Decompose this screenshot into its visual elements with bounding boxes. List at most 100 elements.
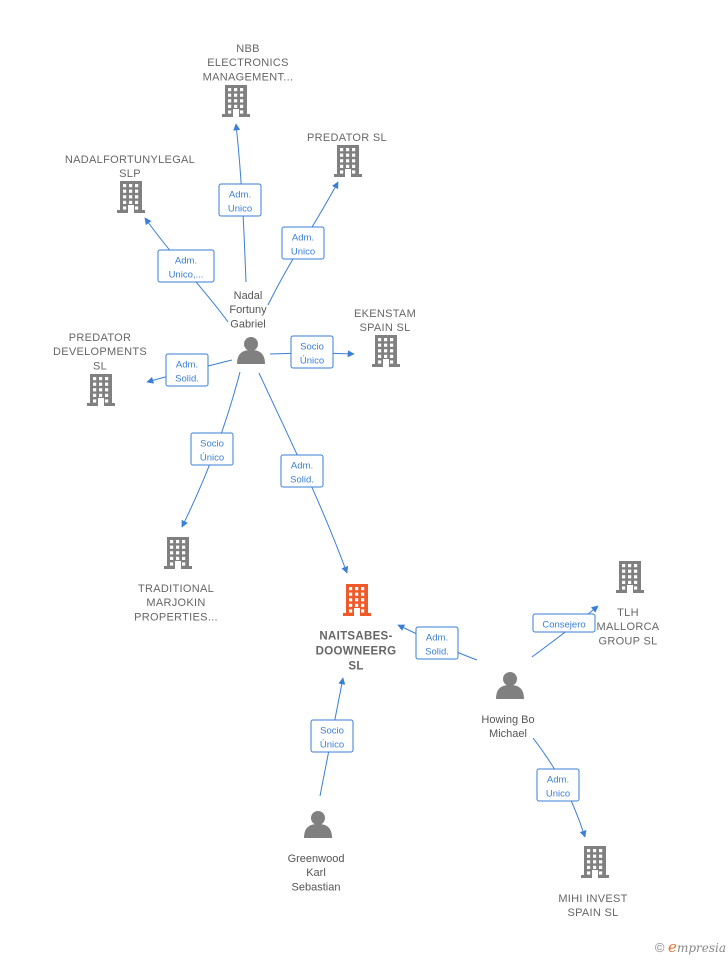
relation-box	[290, 335, 334, 369]
building-window	[105, 377, 109, 381]
building-icon-mihi[interactable]	[581, 846, 609, 878]
building-window	[634, 569, 638, 573]
relation-badge-r_predator_dev[interactable]: Adm. Solid.	[165, 353, 209, 387]
relation-label-line: Solid.	[425, 646, 449, 657]
company-label-nbb-line: ELECTRONICS	[207, 57, 289, 69]
relation-label-line: Unico	[546, 788, 570, 799]
building-window	[123, 189, 127, 193]
building-icon-nbb[interactable]	[222, 85, 250, 117]
building-window	[593, 854, 597, 858]
building-window	[349, 592, 353, 596]
building-window	[378, 349, 382, 353]
person-icon-greenwood[interactable]	[304, 811, 332, 838]
relation-box	[536, 768, 580, 802]
building-window	[240, 99, 244, 103]
relation-badge-r_nadalfortuny[interactable]: Adm.Unico,...	[157, 249, 215, 283]
relation-label-line: Adm.	[176, 360, 198, 371]
relation-badge-r_nbb[interactable]: Adm.Unico	[218, 183, 262, 217]
building-window	[352, 159, 356, 163]
empresia-logo[interactable]: © empresia	[655, 938, 726, 956]
building-window	[352, 153, 356, 157]
building-window	[622, 580, 626, 584]
building-window	[349, 587, 353, 591]
building-window	[352, 148, 356, 152]
relation-badge-r_mihi[interactable]: Adm. Unico	[536, 768, 580, 802]
person-label-greenwood-line: Greenwood	[288, 853, 345, 865]
building-window	[228, 93, 232, 97]
company-label-naitsabes-line: NAITSABES-	[319, 630, 392, 642]
building-icon-naitsabes[interactable]	[343, 584, 371, 616]
building-icon-predator_sl[interactable]	[334, 145, 362, 177]
person-label-nadal-line: Nadal	[234, 290, 263, 302]
relation-badge-r_howing_naitsabes[interactable]: Adm.Solid.	[415, 626, 459, 660]
relation-box	[310, 719, 354, 753]
building-icon-nadalfortuny[interactable]	[117, 181, 145, 213]
relation-box	[190, 432, 234, 466]
building-icon-traditional[interactable]	[164, 537, 192, 569]
building-window	[384, 349, 388, 353]
building-window	[587, 854, 591, 858]
building-window	[170, 540, 174, 544]
building-window	[390, 349, 394, 353]
person-label-howing-line: Michael	[489, 728, 527, 740]
building-window	[378, 354, 382, 358]
relation-box	[165, 353, 209, 387]
relation-badge-r_predator_sl[interactable]: Adm.Unico	[281, 226, 325, 260]
building-window	[346, 153, 350, 157]
building-window	[123, 206, 127, 210]
building-window	[355, 603, 359, 607]
building-window	[587, 871, 591, 875]
relation-label-line: Socio	[200, 439, 224, 450]
building-icon-tlh[interactable]	[616, 561, 644, 593]
building-window	[361, 609, 365, 613]
building-window	[234, 93, 238, 97]
building-window	[182, 562, 186, 566]
company-label-predator_sl-line: PREDATOR SL	[307, 132, 387, 144]
building-window	[622, 586, 626, 590]
building-door	[345, 169, 351, 177]
building-window	[123, 195, 127, 199]
building-door	[592, 870, 598, 878]
person-head	[311, 811, 325, 825]
building-window	[599, 860, 603, 864]
person-icon-howing[interactable]	[496, 672, 524, 699]
building-window	[129, 200, 133, 204]
relation-badge-r_nadal_naitsabes[interactable]: Adm.Solid.	[280, 454, 324, 488]
relation-label-line: Solid.	[175, 373, 199, 384]
relation-label-line: Único	[300, 355, 324, 366]
relation-label-line: Consejero	[542, 620, 585, 631]
building-window	[390, 338, 394, 342]
building-icon-predator_dev[interactable]	[87, 374, 115, 406]
building-window	[349, 609, 353, 613]
building-window	[352, 170, 356, 174]
building-window	[234, 88, 238, 92]
relation-label-line: Adm.	[547, 775, 569, 786]
relation-badge-r_tlh[interactable]: Consejero	[532, 613, 596, 633]
building-window	[587, 865, 591, 869]
building-window	[340, 153, 344, 157]
relation-label: Consejero	[542, 620, 585, 631]
person-label-greenwood-line: Karl	[306, 867, 326, 879]
building-icon-ekenstam[interactable]	[372, 335, 400, 367]
building-window	[135, 200, 139, 204]
building-window	[634, 575, 638, 579]
building-window	[93, 388, 97, 392]
building-window	[170, 556, 174, 560]
person-icon-nadal[interactable]	[237, 337, 265, 364]
building-window	[123, 200, 127, 204]
relation-label-line: Unico,...	[169, 269, 204, 280]
company-label-traditional-line: MARJOKIN	[146, 597, 205, 609]
building-window	[99, 382, 103, 386]
relation-label: Adm.Solid.	[290, 461, 314, 486]
